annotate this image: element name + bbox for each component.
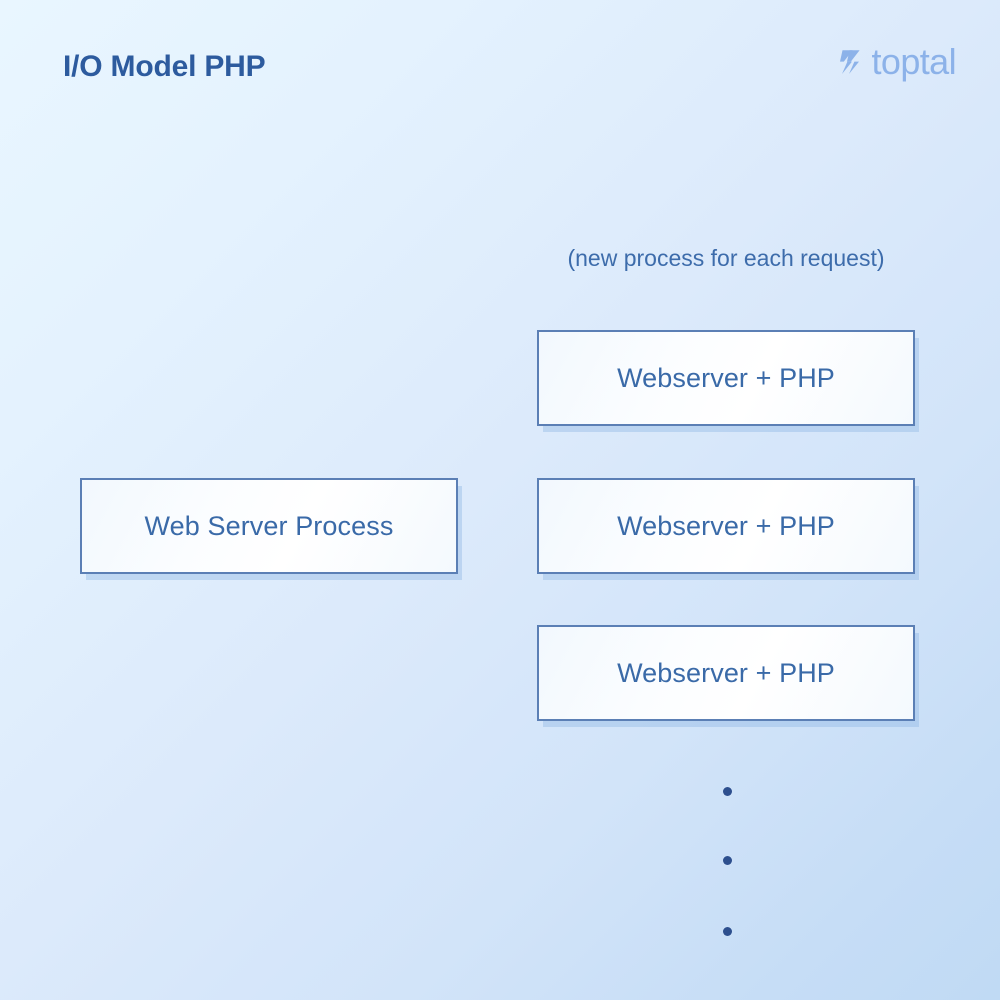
node-label: Web Server Process — [144, 510, 394, 541]
node-web-server-process: Web Server Process — [80, 478, 458, 574]
vertical-ellipsis-icon-dot-1 — [723, 787, 732, 796]
toptal-wordmark: toptal — [871, 41, 957, 82]
page-title: I/O Model PHP — [63, 50, 266, 83]
vertical-ellipsis-icon-dot-3 — [723, 927, 732, 936]
process-caption: (new process for each request) — [567, 245, 885, 271]
node-label: Webserver + PHP — [617, 362, 835, 393]
node-webserver-php-1: Webserver + PHP — [537, 330, 915, 426]
toptal-chevron-icon — [839, 47, 865, 77]
node-webserver-php-2: Webserver + PHP — [537, 478, 915, 574]
vertical-ellipsis-icon-dot-2 — [723, 856, 732, 865]
node-webserver-php-3: Webserver + PHP — [537, 625, 915, 721]
node-label: Webserver + PHP — [617, 510, 835, 541]
toptal-logo: toptal — [839, 41, 957, 82]
node-label: Webserver + PHP — [617, 657, 835, 688]
